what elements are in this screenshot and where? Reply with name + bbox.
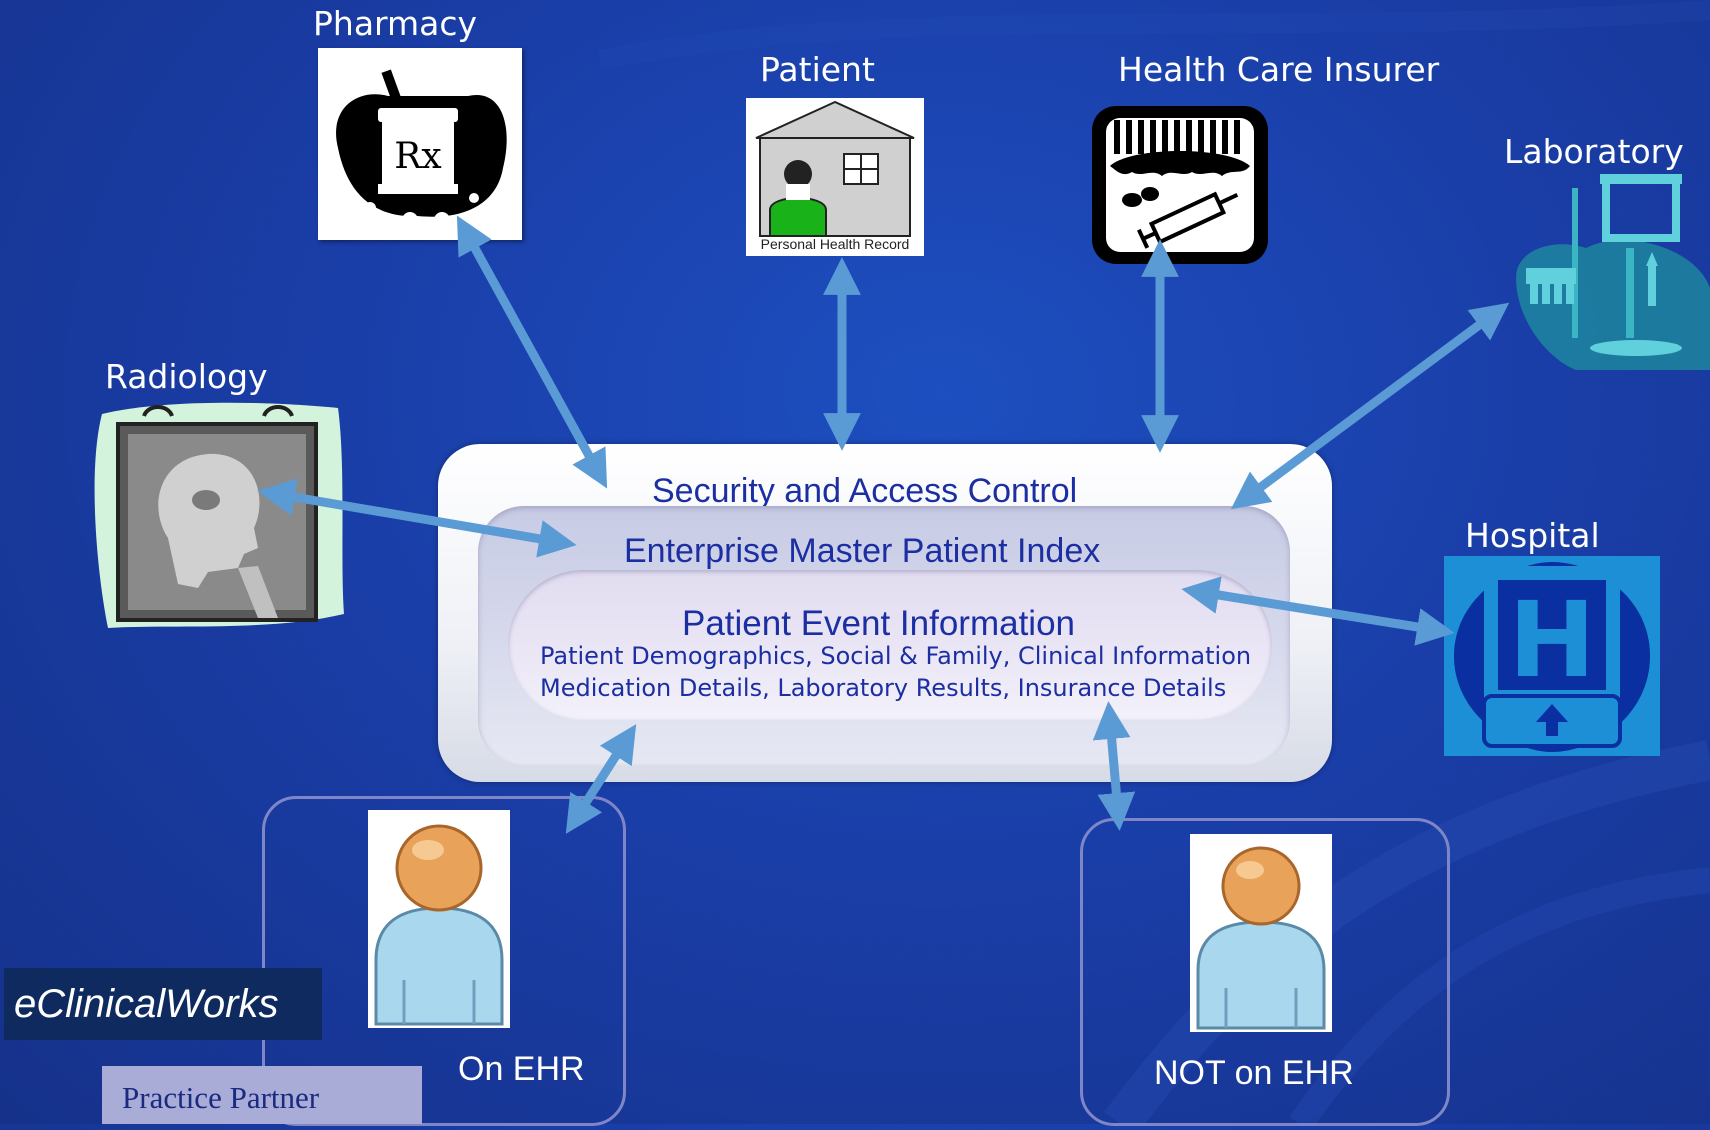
hospital-label: Hospital bbox=[1465, 516, 1600, 555]
laboratory-icon bbox=[1516, 168, 1710, 370]
rx-symbol: Rx bbox=[394, 136, 441, 177]
pharmacy-icon: Rx bbox=[318, 48, 522, 240]
practice-partner-label: Practice Partner bbox=[102, 1066, 422, 1124]
doctor-not-on-ehr-icon bbox=[1190, 834, 1332, 1032]
security-access-control-label: Security and Access Control bbox=[652, 472, 1078, 510]
patient-event-detail-line1: Patient Demographics, Social & Family, C… bbox=[540, 642, 1252, 670]
personal-health-record-icon: Personal Health Record bbox=[746, 98, 924, 256]
doctor-on-ehr-icon bbox=[368, 810, 510, 1028]
radiology-xray-icon bbox=[88, 388, 348, 636]
empi-label: Enterprise Master Patient Index bbox=[624, 532, 1101, 570]
arrow-pharmacy bbox=[456, 215, 608, 489]
arrow-laboratory bbox=[1230, 302, 1510, 510]
radiology-label: Radiology bbox=[105, 357, 268, 396]
hospital-letter: H bbox=[1508, 579, 1595, 701]
insurer-label: Health Care Insurer bbox=[1118, 50, 1440, 89]
insurer-umbrella-icon bbox=[1092, 106, 1268, 264]
not-on-ehr-label: NOT on EHR bbox=[1154, 1054, 1354, 1092]
on-ehr-label: On EHR bbox=[458, 1050, 585, 1088]
pharmacy-label: Pharmacy bbox=[313, 4, 478, 43]
arrow-hospital bbox=[1181, 576, 1455, 646]
laboratory-label: Laboratory bbox=[1504, 132, 1684, 171]
phr-caption: Personal Health Record bbox=[760, 236, 910, 252]
patient-event-title: Patient Event Information bbox=[682, 604, 1075, 643]
hospital-icon: H bbox=[1444, 556, 1660, 756]
patient-event-detail-line2: Medication Details, Laboratory Results, … bbox=[540, 674, 1227, 702]
arrow-not-on-ehr bbox=[1092, 701, 1136, 831]
arrow-on-ehr bbox=[565, 724, 637, 834]
eclinicalworks-label: eClinicalWorks bbox=[4, 968, 322, 1040]
patient-event-box bbox=[508, 570, 1272, 720]
patient-label: Patient bbox=[760, 50, 875, 89]
arrow-radiology bbox=[257, 478, 577, 558]
